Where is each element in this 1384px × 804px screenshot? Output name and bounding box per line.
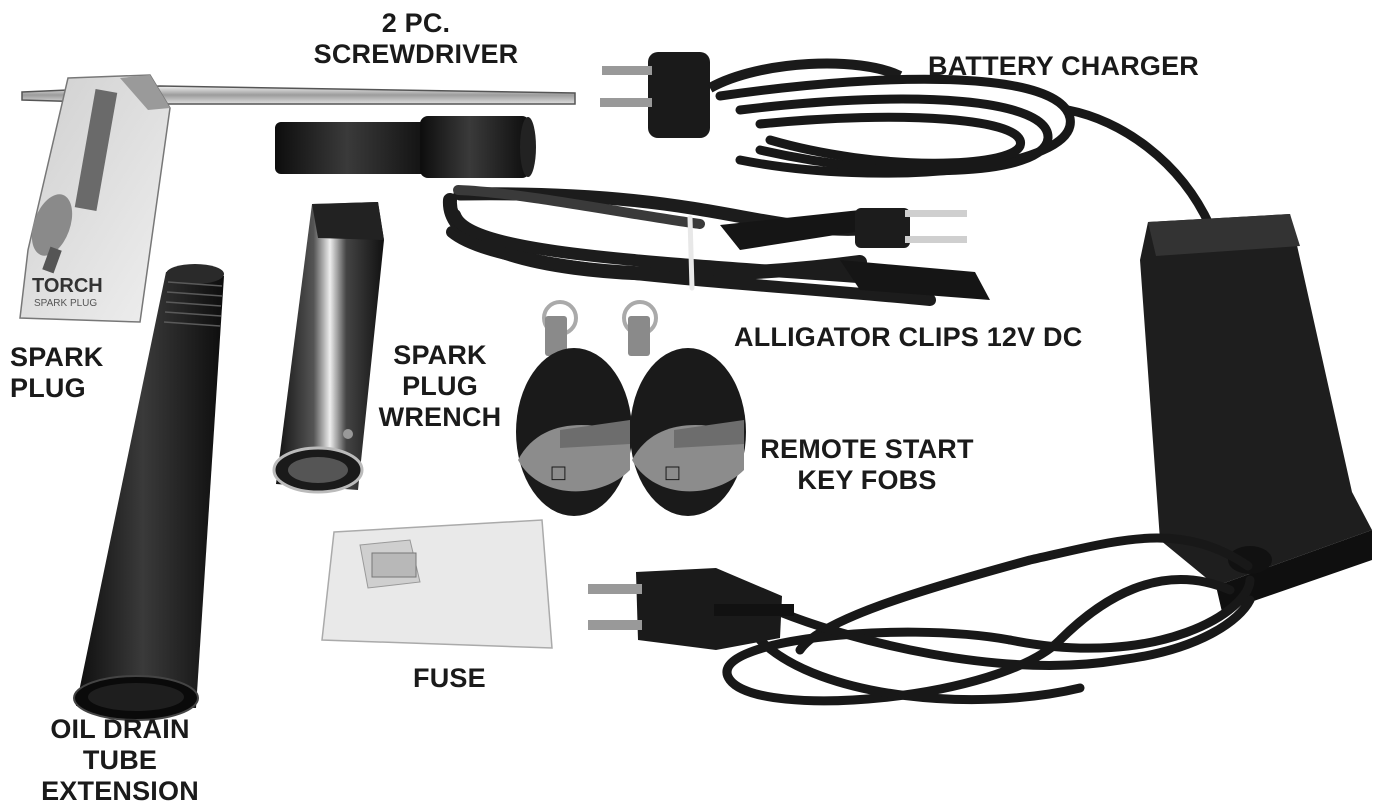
key-fob-left: □ — [516, 300, 632, 516]
label-alligator-clips: ALLIGATOR CLIPS 12V DC — [734, 322, 1082, 353]
label-spark-plug-line2: PLUG — [10, 373, 86, 403]
label-screwdriver-line2: SCREWDRIVER — [313, 39, 519, 69]
battery-charger-plug-top — [600, 52, 903, 138]
svg-text:□: □ — [664, 462, 681, 483]
label-battery-charger-line1: BATTERY CHARGER — [928, 51, 1200, 81]
spark-plug-box: TORCH SPARK PLUG — [19, 74, 171, 323]
spark-plug-box-subtitle: SPARK PLUG — [34, 298, 97, 309]
alligator-clips-cable — [442, 185, 966, 306]
ac-power-cable — [722, 533, 1255, 706]
label-fuse: FUSE — [413, 663, 486, 694]
label-alligator-clips-line1: ALLIGATOR CLIPS 12V DC — [734, 322, 1083, 352]
screwdriver-handle — [275, 116, 536, 178]
label-oil-drain: OIL DRAIN TUBE EXTENSION — [20, 714, 220, 804]
label-spark-plug-line1: SPARK — [10, 342, 104, 372]
spark-plug-wrench — [272, 202, 384, 494]
key-fob-right: □ — [622, 300, 746, 516]
label-screwdriver: 2 PC. SCREWDRIVER — [296, 8, 536, 70]
label-remote-start-line2: KEY FOBS — [797, 465, 937, 495]
oil-drain-tube — [73, 264, 224, 721]
label-fuse-line1: FUSE — [413, 663, 486, 693]
label-spark-plug-wrench: SPARK PLUG WRENCH — [364, 340, 516, 433]
ac-power-plug — [588, 568, 794, 650]
label-spark-plug: SPARK PLUG — [10, 342, 104, 404]
fuse-bag — [321, 519, 553, 649]
label-oil-drain-line3: EXTENSION — [41, 776, 199, 804]
label-wrench-line2: PLUG — [402, 371, 478, 401]
label-wrench-line3: WRENCH — [378, 402, 502, 432]
label-oil-drain-line2: TUBE — [82, 745, 158, 775]
spark-plug-brand: TORCH — [32, 275, 103, 297]
alligator-clips — [720, 208, 990, 300]
battery-charger-cable — [715, 74, 1215, 231]
battery-charger-brick — [1140, 214, 1372, 612]
label-remote-start: REMOTE START KEY FOBS — [742, 434, 992, 496]
label-remote-start-line1: REMOTE START — [760, 434, 974, 464]
svg-text:□: □ — [550, 462, 567, 483]
label-oil-drain-line1: OIL DRAIN — [50, 714, 190, 744]
label-screwdriver-line1: 2 PC. — [381, 8, 451, 38]
label-wrench-line1: SPARK — [393, 340, 487, 370]
label-battery-charger: BATTERY CHARGER — [928, 51, 1199, 82]
